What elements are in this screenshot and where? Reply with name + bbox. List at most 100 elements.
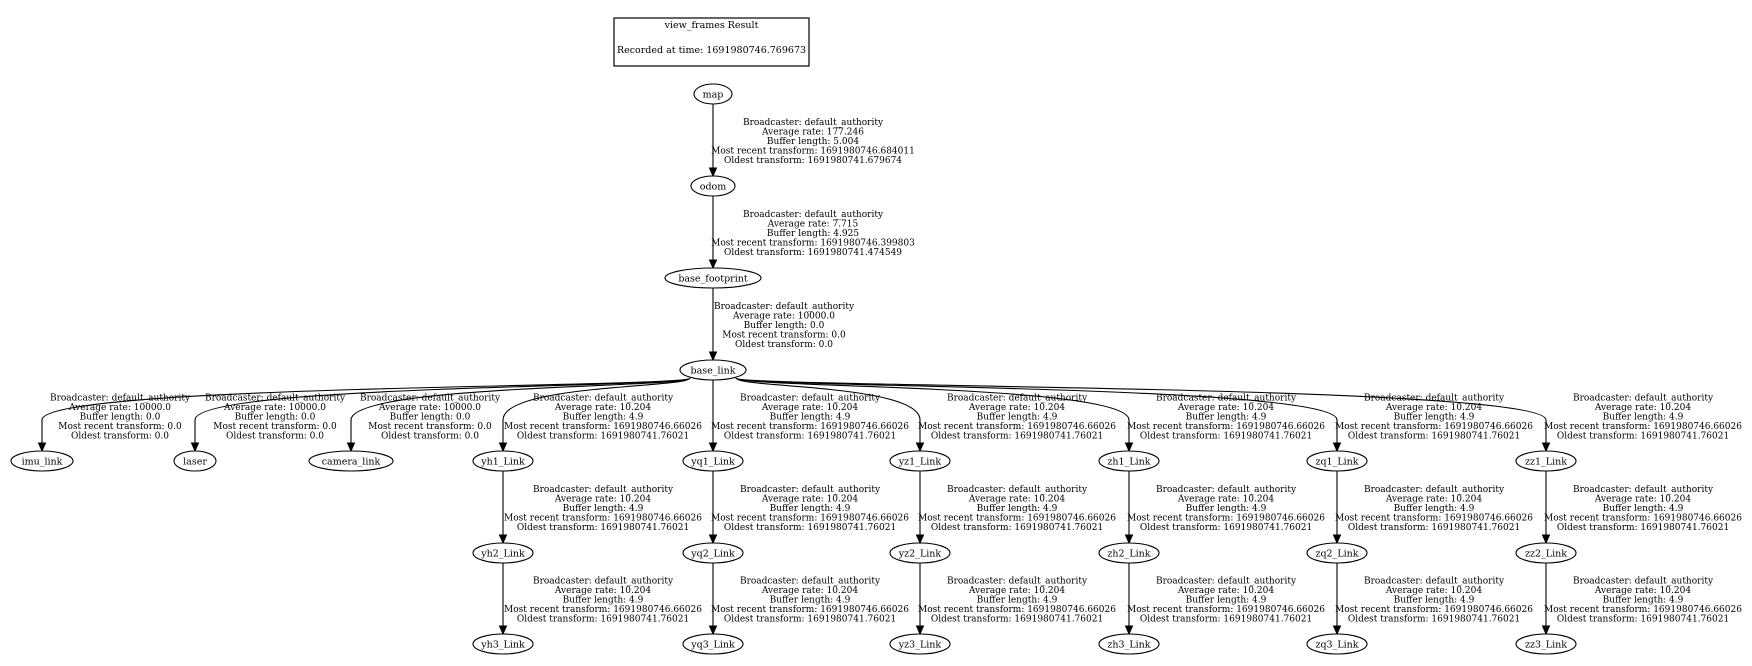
edge-line bbox=[735, 377, 921, 443]
frame-node-label: zz1_Link bbox=[1525, 457, 1567, 468]
frame-node-yq3_Link: yq3_Link bbox=[682, 633, 744, 655]
edge-label-line: Buffer length: 4.925 bbox=[767, 229, 859, 239]
edge-label-line: Most recent transform: 1691980746.66026 bbox=[918, 514, 1116, 524]
edge-label-line: Average rate: 7.715 bbox=[767, 219, 859, 229]
edge-label-line: Oldest transform: 0.0 bbox=[381, 432, 479, 442]
frame-node-yh1_Link: yh1_Link bbox=[472, 450, 534, 472]
edge-label-line: Oldest transform: 1691980741.76021 bbox=[1348, 523, 1520, 533]
arrowhead bbox=[37, 442, 47, 453]
edge-label-line: Oldest transform: 1691980741.76021 bbox=[1348, 615, 1520, 625]
edge-label-line: Broadcaster: default_authority bbox=[1573, 393, 1714, 403]
edge-label-line: Buffer length: 4.9 bbox=[770, 596, 851, 606]
edge-label-line: Buffer length: 4.9 bbox=[1603, 413, 1684, 423]
frame-node-label: zz2_Link bbox=[1525, 549, 1567, 560]
frame-node-zz2_Link: zz2_Link bbox=[1515, 542, 1577, 564]
frame-node-yq2_Link: yq2_Link bbox=[682, 542, 744, 564]
frame-node-label: laser bbox=[183, 457, 207, 468]
frame-node-label: zq2_Link bbox=[1315, 549, 1358, 560]
frame-node-label: map bbox=[703, 90, 724, 101]
frame-node-label: yq1_Link bbox=[690, 457, 735, 468]
arrowhead bbox=[708, 442, 718, 453]
edge-label-line: Buffer length: 4.9 bbox=[770, 504, 851, 514]
edge-label-line: Oldest transform: 1691980741.679674 bbox=[724, 156, 902, 166]
arrowhead bbox=[1124, 442, 1134, 453]
frame-node-imu_link: imu_link bbox=[10, 450, 74, 472]
frame-node-ellipse bbox=[1306, 450, 1368, 472]
frame-node-label: zh3_Link bbox=[1107, 640, 1150, 651]
frame-node-yz1_Link: yz1_Link bbox=[889, 450, 951, 472]
frame-node-label: zq3_Link bbox=[1315, 640, 1358, 651]
edge-label-line: Buffer length: 4.9 bbox=[563, 413, 644, 423]
arrowhead bbox=[1541, 625, 1551, 636]
edge-label-line: Broadcaster: default_authority bbox=[1364, 393, 1505, 403]
frame-node-yh3_Link: yh3_Link bbox=[472, 633, 534, 655]
edge-label-line: Oldest transform: 1691980741.76021 bbox=[517, 432, 689, 442]
frame-node-yh2_Link: yh2_Link bbox=[472, 542, 534, 564]
arrowhead bbox=[708, 259, 718, 270]
edge-label-line: Most recent transform: 1691980746.684011 bbox=[711, 147, 915, 157]
edge-label-line: Average rate: 10000.0 bbox=[68, 403, 171, 413]
frame-node-zq3_Link: zq3_Link bbox=[1306, 633, 1368, 655]
frame-node-ellipse bbox=[889, 542, 951, 564]
edge-label-line: Oldest transform: 1691980741.76021 bbox=[724, 615, 896, 625]
edge-label-line: Average rate: 10.204 bbox=[1385, 494, 1482, 504]
frame-node-base_link: base_link bbox=[679, 359, 747, 381]
title-box-border bbox=[613, 17, 810, 67]
edge-label-line: Oldest transform: 1691980741.76021 bbox=[931, 615, 1103, 625]
arrowhead bbox=[708, 625, 718, 636]
frame-node-label: zh1_Link bbox=[1107, 457, 1150, 468]
edge-label-line: Oldest transform: 0.0 bbox=[71, 432, 169, 442]
edge-label-line: Most recent transform: 1691980746.66026 bbox=[504, 514, 702, 524]
edge-label-line: Average rate: 10.204 bbox=[1594, 586, 1691, 596]
edge-label-line: Most recent transform: 1691980746.66026 bbox=[1127, 514, 1325, 524]
edge-label-line: Average rate: 10.204 bbox=[761, 403, 858, 413]
edge-label-line: Buffer length: 4.9 bbox=[1394, 504, 1475, 514]
edge-line bbox=[350, 377, 691, 443]
frame-node-zq1_Link: zq1_Link bbox=[1306, 450, 1368, 472]
frame-node-ellipse bbox=[690, 175, 736, 197]
edge-label-line: Broadcaster: default_authority bbox=[1573, 485, 1714, 495]
title-heading: view_frames Result bbox=[664, 20, 759, 31]
frame-node-label: yq3_Link bbox=[690, 640, 735, 651]
edge-label-line: Most recent transform: 1691980746.66026 bbox=[1544, 605, 1742, 615]
edge-label-line: Most recent transform: 1691980746.66026 bbox=[711, 514, 909, 524]
edge-label-line: Buffer length: 0.0 bbox=[235, 413, 316, 423]
edge-label-line: Oldest transform: 1691980741.474549 bbox=[724, 248, 902, 258]
edge-label-line: Oldest transform: 1691980741.76021 bbox=[1557, 523, 1729, 533]
edge-line bbox=[735, 377, 1130, 443]
edge-label-line: Buffer length: 4.9 bbox=[1186, 596, 1267, 606]
frame-node-label: yh3_Link bbox=[480, 640, 525, 651]
edge-label-line: Buffer length: 0.0 bbox=[80, 413, 161, 423]
frame-node-ellipse bbox=[889, 450, 951, 472]
edge-label-line: Broadcaster: default_authority bbox=[947, 485, 1088, 495]
edge-label-line: Broadcaster: default_authority bbox=[1156, 485, 1297, 495]
edge-label-line: Average rate: 10000.0 bbox=[732, 311, 835, 321]
frame-node-zz3_Link: zz3_Link bbox=[1515, 633, 1577, 655]
edge-label-line: Buffer length: 4.9 bbox=[1603, 504, 1684, 514]
frame-node-ellipse bbox=[664, 267, 762, 289]
frame-node-ellipse bbox=[1306, 633, 1368, 655]
edge-label-line: Broadcaster: default_authority bbox=[743, 118, 884, 128]
edge-label-line: Most recent transform: 1691980746.66026 bbox=[1335, 605, 1533, 615]
frame-node-ellipse bbox=[693, 83, 733, 105]
edge-label-line: Most recent transform: 1691980746.399803 bbox=[711, 239, 915, 249]
edge-label-line: Oldest transform: 1691980741.76021 bbox=[931, 523, 1103, 533]
arrowhead bbox=[1541, 442, 1551, 453]
title-recorded-time: Recorded at time: 1691980746.769673 bbox=[617, 45, 806, 56]
edge-label-line: Most recent transform: 1691980746.66026 bbox=[918, 422, 1116, 432]
edge-label-line: Buffer length: 4.9 bbox=[1394, 596, 1475, 606]
edge-label-line: Oldest transform: 1691980741.76021 bbox=[1140, 615, 1312, 625]
frame-node-ellipse bbox=[679, 359, 747, 381]
edge-label-line: Buffer length: 4.9 bbox=[1603, 596, 1684, 606]
edge-label-line: Most recent transform: 1691980746.66026 bbox=[1335, 422, 1533, 432]
frame-node-camera_link: camera_link bbox=[308, 450, 394, 472]
